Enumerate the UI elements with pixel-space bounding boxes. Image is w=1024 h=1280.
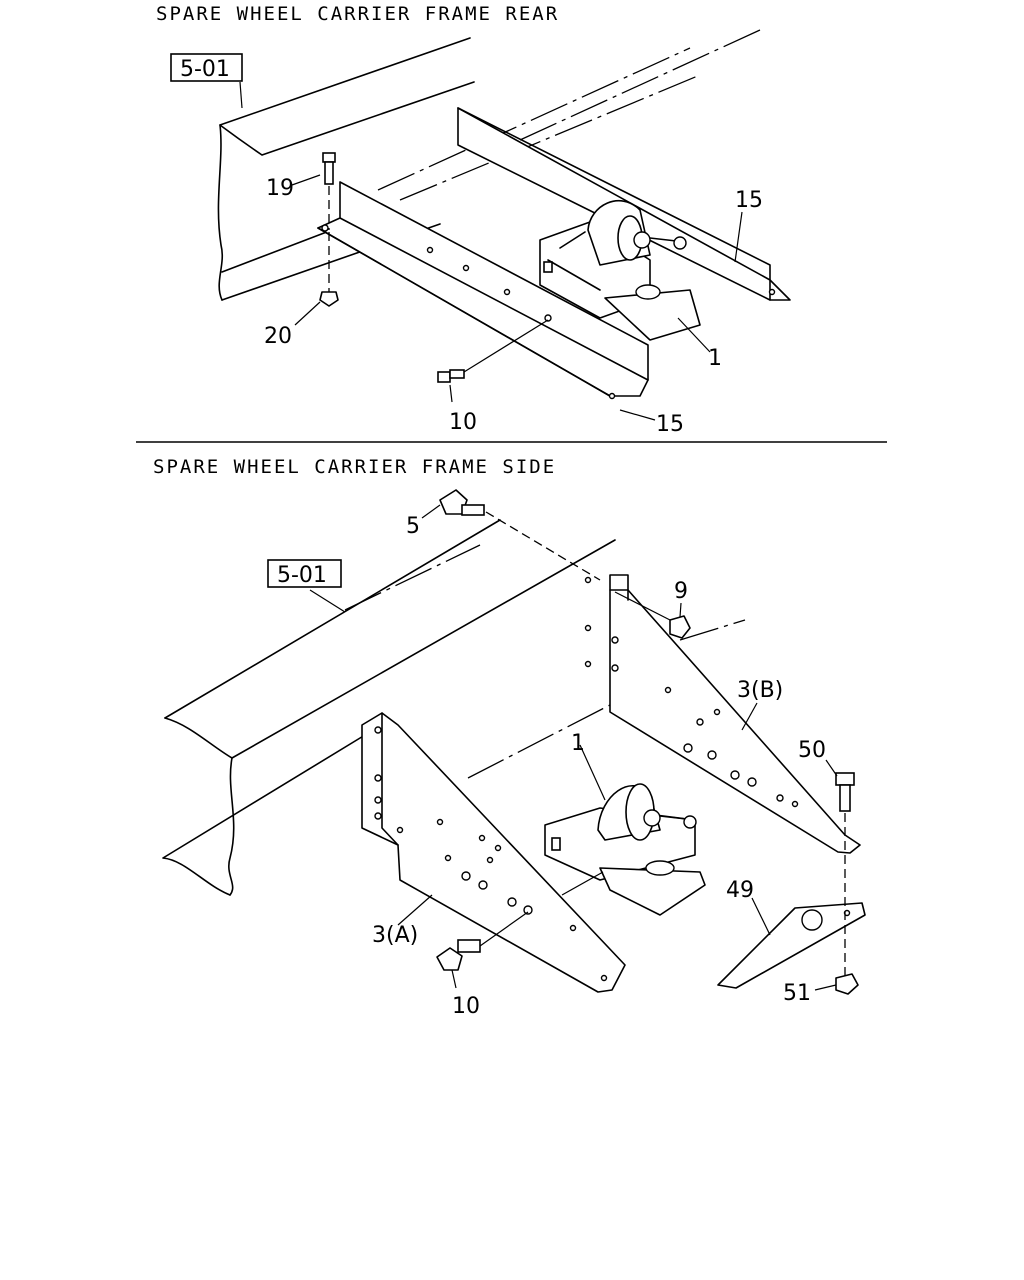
section-title-rear: SPARE WHEEL CARRIER FRAME REAR <box>156 3 560 25</box>
bolt-19 <box>322 152 336 230</box>
callout-49: 49 <box>726 878 754 903</box>
callout-5: 5 <box>406 514 420 539</box>
callout-9: 9 <box>674 579 688 604</box>
nut-9 <box>614 591 691 639</box>
callout-1-rear: 1 <box>708 346 722 371</box>
callout-10-side: 10 <box>452 994 480 1019</box>
ref-box-side-label: 5-01 <box>277 563 327 588</box>
callout-50: 50 <box>798 738 826 763</box>
bolt-5 <box>439 489 601 581</box>
callout-3b: 3(B) <box>737 678 783 703</box>
winch-carrier-side <box>544 783 706 916</box>
winch-carrier-rear <box>539 199 701 341</box>
bolt-50 <box>835 772 855 978</box>
callout-10-rear: 10 <box>449 410 477 435</box>
callout-3a: 3(A) <box>372 923 418 948</box>
callout-20: 20 <box>264 324 292 349</box>
frame-rail-side <box>162 519 746 896</box>
frame-rail-rear <box>217 29 761 301</box>
nut-51 <box>835 973 859 995</box>
gusset-3a <box>361 712 626 993</box>
section-title-side: SPARE WHEEL CARRIER FRAME SIDE <box>153 456 557 478</box>
plate-49 <box>717 902 866 989</box>
ref-box-rear <box>170 53 243 82</box>
nut-20 <box>319 232 339 307</box>
callout-15-upper: 15 <box>735 188 763 213</box>
gusset-3b <box>584 574 861 854</box>
bolt-10-side <box>436 911 529 971</box>
callout-51: 51 <box>783 981 811 1006</box>
angle-bracket-rear <box>317 181 649 400</box>
callout-1-side: 1 <box>571 731 585 756</box>
callout-19: 19 <box>266 176 294 201</box>
callout-15-lower: 15 <box>656 412 684 437</box>
bolt-10-rear <box>437 319 549 383</box>
ref-box-side <box>267 559 342 588</box>
ref-box-rear-label: 5-01 <box>180 57 230 82</box>
